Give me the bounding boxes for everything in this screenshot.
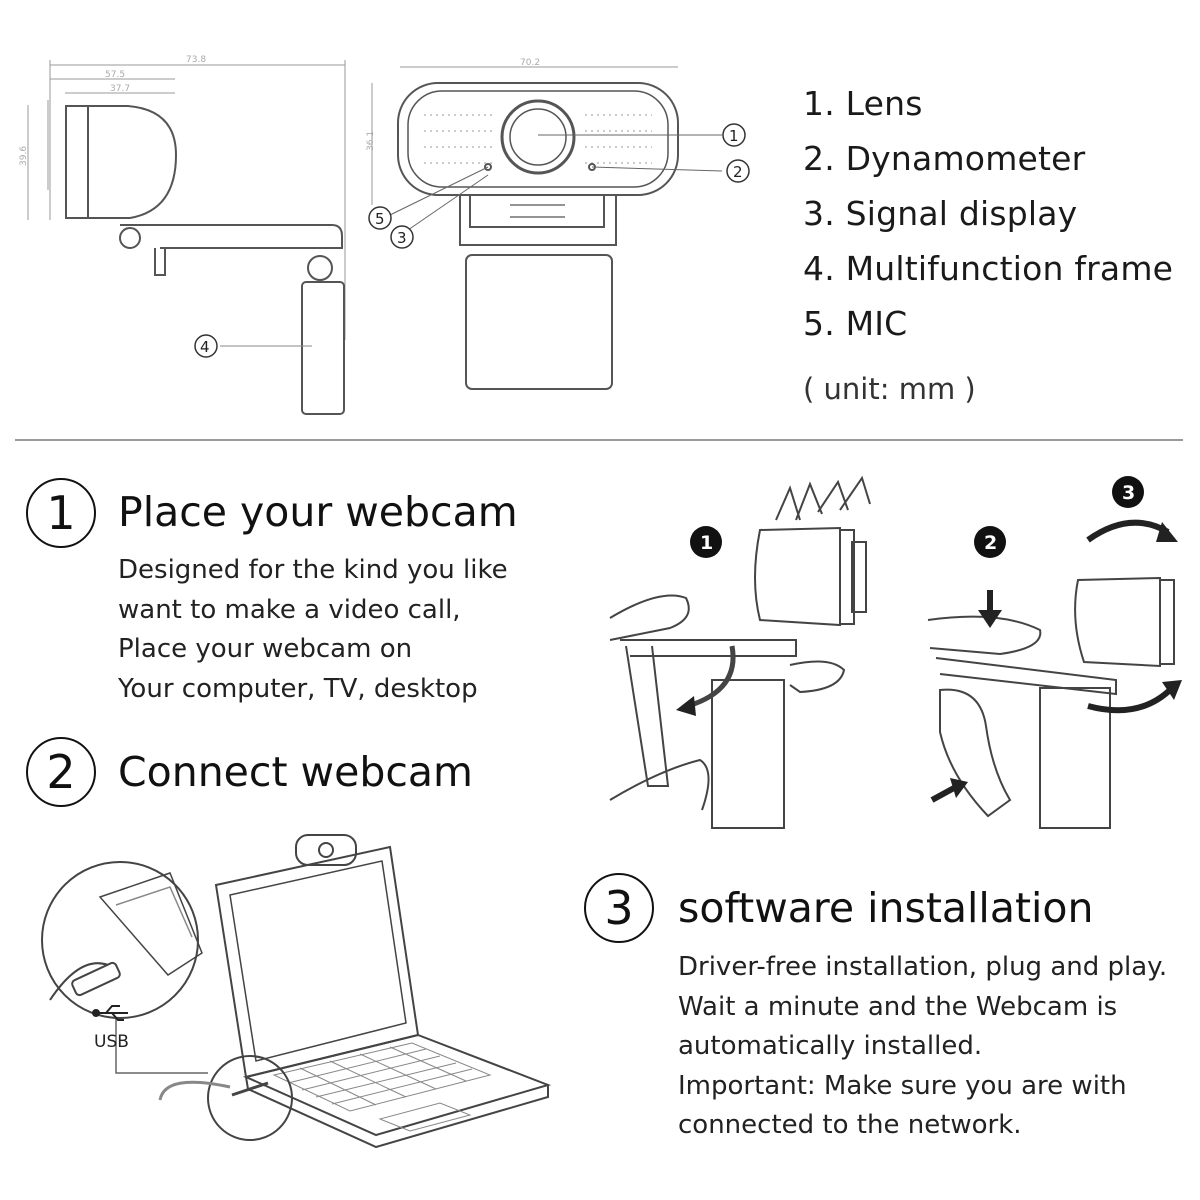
step-2-title: Connect webcam — [118, 748, 473, 796]
step-3-description: Driver-free installation, plug and play.… — [678, 948, 1167, 1146]
step-1-title: Place your webcam — [118, 488, 518, 536]
feature-item-signal-display: 3. Signal display — [803, 194, 1078, 233]
feature-item-dynamometer: 2. Dynamometer — [803, 139, 1086, 178]
step-1-description-line: Place your webcam on — [118, 634, 413, 664]
feature-list: 1. Lens 2. Dynamometer 3. Signal display… — [803, 76, 1173, 351]
callout-2: 2 — [733, 163, 743, 181]
callout-4: 4 — [200, 338, 210, 356]
step-1-description-line: Designed for the kind you like — [118, 555, 508, 585]
mount-badge-2: 2 — [984, 532, 997, 554]
dim-label: 57.5 — [105, 70, 125, 80]
step-3-number-badge: 3 — [584, 873, 654, 943]
step-1-description: Designed for the kind you like want to m… — [118, 551, 508, 709]
step-1-number-badge: 1 — [26, 478, 96, 548]
feature-item-multifunction-frame: 4. Multifunction frame — [803, 249, 1174, 288]
callout-1: 1 — [729, 127, 739, 145]
mount-badge-3: 3 — [1122, 482, 1135, 504]
step-3-description-line: Wait a minute and the Webcam is — [678, 991, 1118, 1022]
feature-item-lens: 1. Lens — [803, 84, 923, 123]
mounting-steps-illustration: 1 2 3 — [609, 475, 1182, 829]
dim-label: 73.8 — [186, 55, 206, 65]
step-1-description-line: Your computer, TV, desktop — [118, 673, 478, 704]
step-3-description-line: Important: Make sure you are with — [678, 1070, 1127, 1101]
step-1-description-line: want to make a video call, — [118, 594, 461, 625]
dim-label: 39.6 — [19, 146, 29, 166]
mount-badge-1: 1 — [700, 532, 713, 554]
step-2-number-badge: 2 — [26, 737, 96, 807]
feature-item-mic: 5. MIC — [803, 304, 908, 343]
dim-label: 36.1 — [366, 131, 376, 151]
laptop-usb-illustration: USB — [41, 834, 552, 1149]
unit-note: ( unit: mm ) — [803, 372, 976, 406]
step-3-title: software installation — [678, 884, 1094, 932]
usb-label: USB — [94, 1032, 129, 1052]
dim-label: 70.2 — [520, 58, 540, 68]
webcam-front-view-drawing: 70.2 36.1 1 2 5 3 — [366, 58, 750, 390]
step-3-description-line: automatically installed. — [678, 1031, 983, 1061]
section-divider — [15, 439, 1183, 441]
step-3-description-line: connected to the network. — [678, 1110, 1022, 1140]
dim-label: 37.7 — [110, 84, 130, 94]
callout-5: 5 — [375, 210, 385, 228]
webcam-side-view-drawing: 73.8 57.5 37.7 39.6 4 — [19, 55, 346, 415]
callout-3: 3 — [397, 229, 407, 247]
step-3-description-line: Driver-free installation, plug and play. — [678, 952, 1168, 982]
